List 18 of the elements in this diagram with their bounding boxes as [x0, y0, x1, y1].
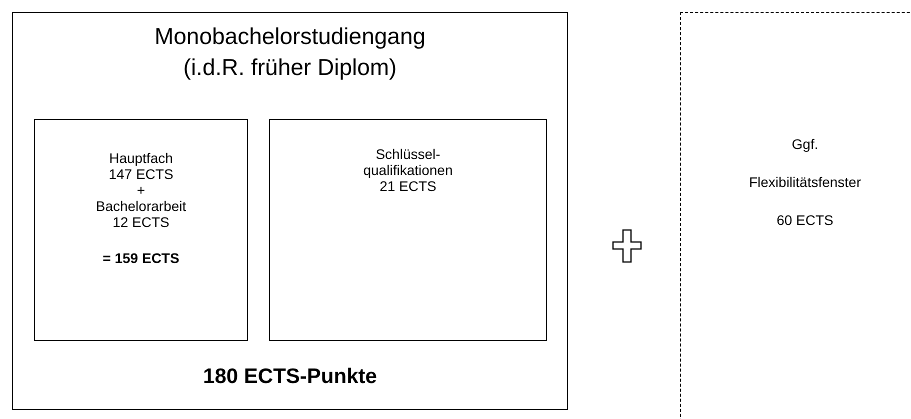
box-text: qualifikationen [363, 162, 453, 178]
box-footer: 180 ECTS-Punkte [13, 365, 567, 389]
box-text: 21 ECTS [380, 178, 436, 194]
box-heading: Monobachelorstudiengang (i.d.R. früher Diplom) [153, 22, 427, 82]
box-text: Ggf. [792, 136, 818, 152]
optional-box [680, 12, 911, 419]
box-text: Hauptfach [109, 150, 173, 166]
module-box [34, 119, 248, 341]
box-text: Flexibilitätsfenster [748, 174, 862, 190]
box-text: Bachelorarbeit [96, 198, 186, 214]
box-text: Schlüssel- [376, 146, 440, 162]
box-text: 12 ECTS [112, 214, 170, 230]
program-box [12, 12, 568, 410]
box-text: 60 ECTS [776, 212, 834, 228]
box-text: 147 ECTS [108, 166, 174, 182]
box-text: = 159 ECTS [102, 250, 180, 266]
box-text: + [136, 182, 146, 198]
module-box [269, 119, 547, 341]
